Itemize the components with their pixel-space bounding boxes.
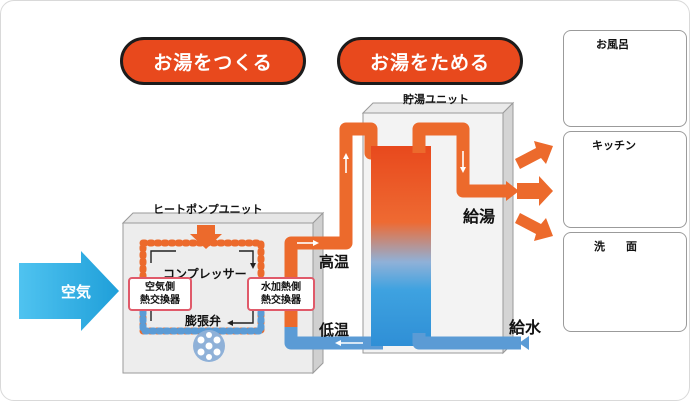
make-hot-water-header: お湯をつくる (120, 37, 306, 85)
high-temp-label: 高温 (319, 253, 350, 271)
water-exchanger-line1: 水加熱側 (261, 282, 301, 293)
air-exchanger-line2: 熱交換器 (140, 295, 180, 306)
kitchen-room-label: キッチン (592, 139, 636, 152)
water-supply-pipe (412, 333, 529, 350)
washroom-label-2: 面 (626, 240, 637, 253)
air-exchanger-line1: 空気側 (145, 282, 175, 293)
washroom-panel: 洗 面 (563, 232, 687, 332)
storage-unit-label: 貯湯ユニット (403, 93, 469, 106)
bath-room-label: お風呂 (596, 38, 629, 51)
kitchen-room-panel: キッチン (563, 131, 687, 228)
expansion-valve-icon (193, 330, 225, 362)
distribution-arrows (515, 141, 553, 241)
heat-pump-unit-label: ヒートポンプユニット (153, 203, 263, 216)
air-heat-exchanger: 空気側 熱交換器 (128, 277, 192, 311)
cold-pipe (284, 327, 383, 350)
air-label: 空気 (61, 283, 92, 301)
store-hot-water-header: お湯をためる (337, 37, 523, 85)
storage-tank (371, 146, 431, 346)
expansion-valve-label: 膨張弁 (185, 314, 222, 328)
hot-supply-label: 給湯 (463, 207, 496, 226)
washroom-label-1: 洗 (594, 240, 605, 253)
water-exchanger-line2: 熱交換器 (261, 295, 301, 306)
water-supply-label: 給水 (509, 318, 542, 337)
compressor-icon (190, 225, 222, 249)
low-temp-label: 低温 (319, 321, 350, 339)
air-arrow (19, 251, 119, 331)
water-heat-exchanger: 水加熱側 熱交換器 (247, 277, 315, 311)
bath-room-panel: お風呂 (563, 30, 687, 127)
hot-supply-pipe (412, 122, 519, 201)
